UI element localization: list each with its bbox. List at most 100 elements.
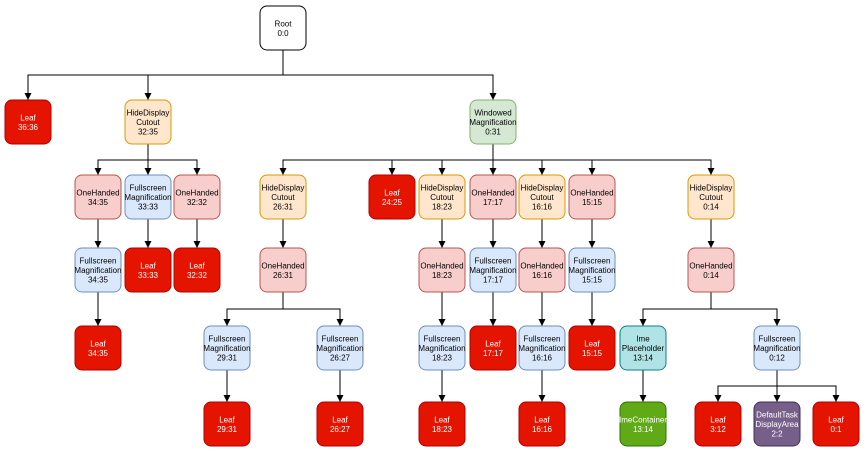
- node-label-line: Magnification: [316, 344, 363, 353]
- node-label-line: 26:27: [330, 425, 351, 434]
- node-label-line: Leaf: [332, 415, 348, 424]
- node-box: [687, 247, 735, 293]
- node-label-line: 17:17: [483, 198, 504, 207]
- node-box: [694, 401, 742, 447]
- node-box: [124, 174, 172, 220]
- node-label-line: Magnification: [568, 266, 615, 275]
- node-label-line: OneHanded: [175, 188, 218, 197]
- node-label-line: Magnification: [124, 193, 171, 202]
- node-label-line: Magnification: [74, 266, 121, 275]
- node-label-line: Leaf: [584, 339, 600, 348]
- node-label-line: 29:31: [217, 354, 238, 363]
- node-box: [687, 174, 735, 220]
- node-label-line: Cutout: [136, 118, 160, 127]
- node-label-line: 36:36: [18, 123, 39, 132]
- node-label-line: 15:15: [582, 198, 603, 207]
- node-label-line: DefaultTask: [756, 411, 799, 420]
- node-label-line: 26:31: [273, 271, 294, 280]
- node-box: [368, 174, 416, 220]
- edge-win_0_31-to-hide_18_23: [438, 144, 494, 175]
- node-box: [124, 99, 172, 145]
- node-label-line: Leaf: [20, 113, 36, 122]
- node-box: [812, 401, 860, 447]
- node-box: [568, 174, 616, 220]
- node-box: [518, 401, 566, 447]
- node-box: [74, 247, 122, 293]
- node-label-line: Fullscreen: [130, 184, 167, 193]
- node-label-line: Leaf: [534, 415, 550, 424]
- node-box: [418, 247, 466, 293]
- node-label-line: 18:23: [432, 271, 453, 280]
- node-label-line: 33:33: [138, 203, 159, 212]
- node-box: [173, 247, 221, 293]
- node-label-line: 16:16: [532, 271, 553, 280]
- node-label-line: OneHanded: [261, 261, 304, 270]
- node-box: [753, 401, 801, 447]
- node-label-line: 15:15: [582, 349, 603, 358]
- nodes: Root0:0Leaf36:36HideDisplayCutout32:35Wi…: [4, 5, 860, 447]
- node-label-line: 32:32: [187, 271, 208, 280]
- edge-root-to-hide_32_35: [144, 50, 284, 100]
- edge-one_26_31-to-full_29_31: [223, 292, 284, 326]
- node-label-line: Placeholder: [622, 344, 665, 353]
- node-label-line: Leaf: [434, 415, 450, 424]
- node-box: [469, 325, 517, 371]
- node-label-line: Leaf: [485, 339, 501, 348]
- edge-hide_32_35-to-one_32_32: [147, 144, 201, 175]
- node-label-line: OneHanded: [520, 261, 563, 270]
- node-label-line: Leaf: [189, 261, 205, 270]
- node-box: [259, 174, 307, 220]
- node-label-line: 15:15: [582, 276, 603, 285]
- node-label-line: 34:35: [88, 276, 109, 285]
- node-label-line: Fullscreen: [524, 335, 561, 344]
- node-box: [418, 401, 466, 447]
- node-label-line: 0:0: [277, 29, 289, 38]
- node-label-line: 13:14: [633, 425, 654, 434]
- node-label-line: 34:35: [88, 349, 109, 358]
- node-box: [203, 401, 251, 447]
- node-label-line: Magnification: [418, 344, 465, 353]
- node-label-line: Leaf: [140, 261, 156, 270]
- node-label-line: 13:14: [633, 354, 654, 363]
- node-box: [753, 325, 801, 371]
- edges: [24, 50, 840, 402]
- node-box: [568, 325, 616, 371]
- node-label-line: 3:12: [710, 425, 726, 434]
- node-box: [469, 99, 517, 145]
- node-label-line: OneHanded: [471, 188, 514, 197]
- node-box: [203, 325, 251, 371]
- edge-win_0_31-to-hide_0_14: [492, 144, 715, 175]
- node-label-line: HideDisplay: [127, 109, 170, 118]
- node-label-line: OneHanded: [689, 261, 732, 270]
- node-label-line: 18:23: [432, 354, 453, 363]
- node-label-line: 18:23: [432, 203, 453, 212]
- node-label-line: 2:2: [771, 430, 783, 439]
- node-label-line: 32:35: [138, 128, 159, 137]
- node-label-line: Magnification: [518, 344, 565, 353]
- node-label-line: 34:35: [88, 198, 109, 207]
- node-label-line: Fullscreen: [209, 335, 246, 344]
- node-label-line: HideDisplay: [262, 184, 305, 193]
- node-label-line: Cutout: [699, 193, 723, 202]
- node-box: [518, 247, 566, 293]
- node-label-line: 26:31: [273, 203, 294, 212]
- node-label-line: Magnification: [753, 344, 800, 353]
- node-label-line: HideDisplay: [421, 184, 464, 193]
- node-label-line: 17:17: [483, 349, 504, 358]
- node-label-line: 16:16: [532, 203, 553, 212]
- node-label-line: 0:31: [485, 128, 501, 137]
- node-label-line: 16:16: [532, 354, 553, 363]
